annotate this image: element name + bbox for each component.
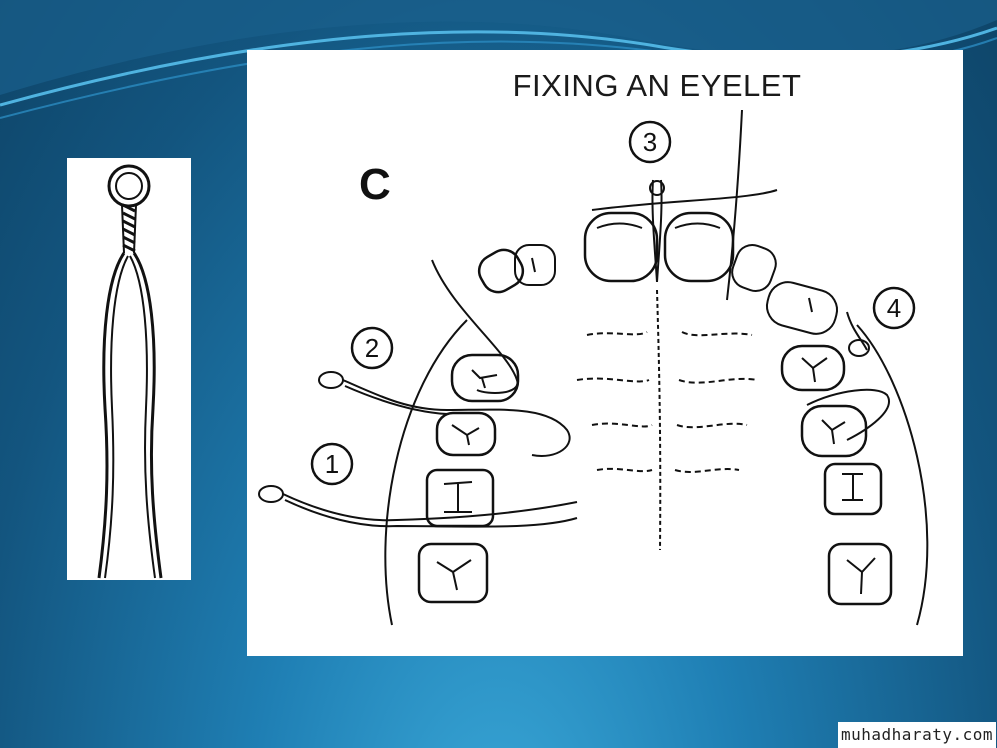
step-label-1: 1 [324, 449, 340, 479]
eyelet-wire-panel [67, 158, 191, 580]
step-label-3: 3 [642, 127, 658, 157]
step-3-circle [628, 120, 672, 164]
dental-arch-diagram [258, 109, 929, 626]
step-label-4: 4 [886, 293, 902, 323]
watermark: muhadharaty.com [838, 722, 996, 748]
step-4-circle [872, 286, 916, 330]
panel-letter: C [359, 160, 391, 209]
step-label-2: 2 [364, 333, 380, 363]
eyelet-wire-illustration [97, 164, 163, 579]
step-2-circle [350, 326, 394, 370]
figure-title: FIXING AN EYELET [512, 68, 802, 103]
diagram-panel: FIXING AN EYELET C 1 2 3 4 [247, 50, 963, 656]
step-1-circle [310, 442, 354, 486]
